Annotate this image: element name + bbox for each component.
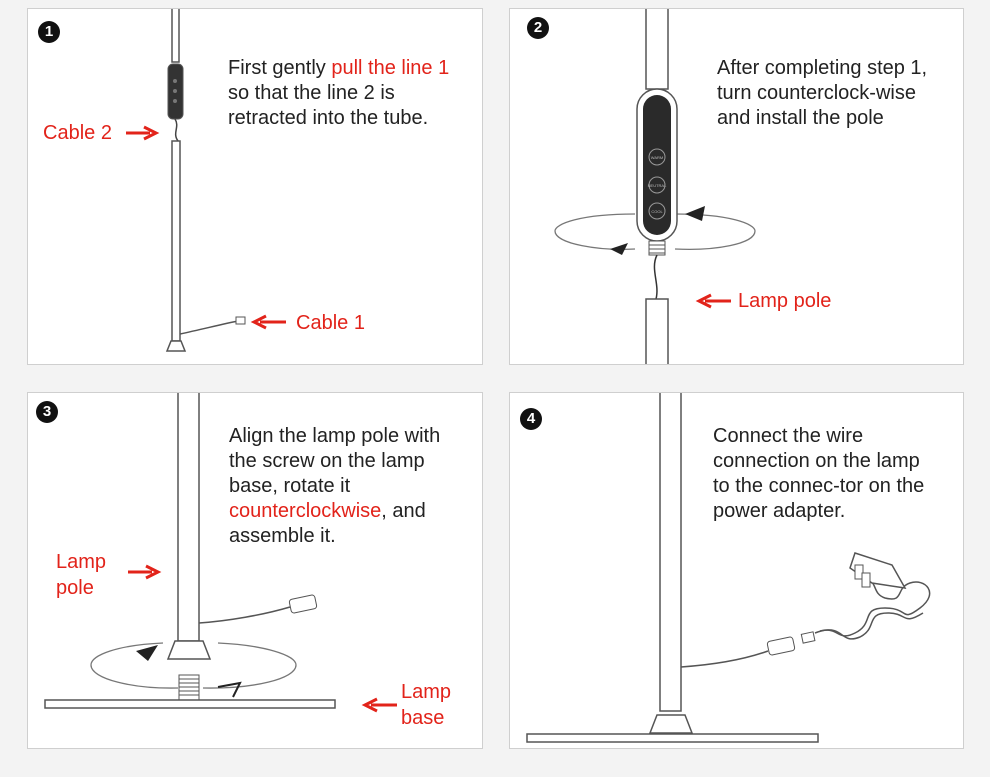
step-2-panel: WARM NEUTRAL COOL 2 After completing ste… — [509, 8, 964, 365]
step-number-badge: 3 — [36, 401, 58, 423]
cable-1-label: Cable 1 — [296, 312, 365, 334]
step-4-panel: 4 Connect the wire connection on the lam… — [509, 392, 964, 749]
lamp-pole — [177, 393, 200, 642]
lamp-base — [44, 699, 336, 709]
arrow-left-icon — [361, 697, 397, 713]
step-4-illustration — [526, 393, 931, 743]
step-number-badge: 1 — [38, 21, 60, 43]
arrow-right-icon — [126, 125, 160, 141]
cable-2-wire — [174, 118, 179, 142]
cable-1-wire — [179, 320, 239, 335]
rotation-arrow-icon — [685, 206, 705, 221]
lamp-base — [526, 733, 819, 743]
step-4-instruction: Connect the wire connection on the lamp … — [713, 425, 925, 522]
step-3-panel: 3 Align the lamp pole with the screw on … — [27, 392, 483, 749]
arrow-left-icon — [250, 314, 286, 330]
step-1-instruction: First gently pull the line 1 so that the… — [228, 57, 450, 129]
button-warm-text: WARM — [651, 155, 664, 160]
step-3-illustration — [44, 393, 336, 709]
step-number-badge: 4 — [520, 408, 542, 430]
cable-2-label: Cable 2 — [43, 122, 112, 144]
button-cool-text: COOL — [651, 209, 663, 214]
lamp-pole — [659, 393, 682, 712]
lamp-pole-label: Lamp pole — [738, 290, 832, 312]
step-1-illustration — [165, 9, 246, 352]
adapter-connector — [800, 631, 816, 644]
step-2-instruction: After completing step 1, turn counterclo… — [717, 57, 928, 129]
rotation-arrow-icon — [136, 645, 158, 661]
tube — [171, 140, 181, 342]
lamp-pole-label: Lamp pole — [56, 551, 107, 599]
power-adapter — [849, 552, 907, 589]
step-2-illustration: WARM NEUTRAL COOL — [554, 9, 756, 364]
arrow-right-icon — [128, 564, 162, 580]
step-1-panel: 1 First gently pull the line 1 so that t… — [27, 8, 483, 365]
lamp-connector — [766, 636, 796, 656]
step-number-badge: 2 — [527, 17, 549, 39]
rotation-arrow-icon — [610, 243, 628, 255]
lamp-base-label: Lamp base — [401, 681, 452, 729]
arrow-left-icon — [695, 293, 731, 309]
step-3-instruction: Align the lamp pole with the screw on th… — [229, 425, 441, 547]
button-neutral-text: NEUTRAL — [648, 183, 667, 188]
